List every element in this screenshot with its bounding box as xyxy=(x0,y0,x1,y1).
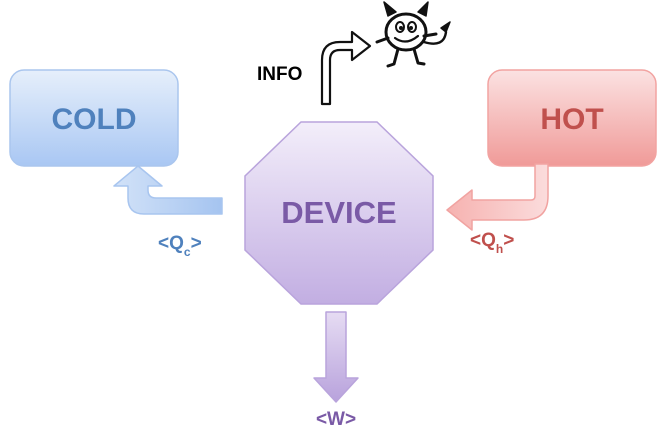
heat-cold-close: > xyxy=(191,233,202,254)
hot-box xyxy=(487,69,657,167)
info-label: INFO xyxy=(257,64,302,85)
hot-reservoir: HOT xyxy=(487,69,657,167)
hot-label: HOT xyxy=(540,103,603,136)
heat-hot-close: > xyxy=(503,230,514,251)
heat-hot-label: <Qh> xyxy=(470,230,514,256)
work-arrow-shape xyxy=(313,311,359,403)
device-label: DEVICE xyxy=(281,195,396,230)
heat-cold-sub: c xyxy=(184,245,191,259)
cold-label: COLD xyxy=(52,103,137,136)
heat-cold-base: <Q xyxy=(158,233,184,254)
heat-hot-base: <Q xyxy=(470,230,496,251)
heat-to-cold-arrow xyxy=(113,165,223,215)
heat-to-cold-arrow-shape xyxy=(113,165,223,215)
heat-hot-sub: h xyxy=(496,242,503,256)
work-arrow xyxy=(313,311,359,403)
demon-icon xyxy=(375,1,451,68)
heat-from-hot-arrow-shape xyxy=(446,163,549,231)
heat-cold-label: <Qc> xyxy=(158,233,202,259)
info-arrow xyxy=(320,30,372,106)
device-octagon xyxy=(244,121,434,305)
work-label: <W> xyxy=(316,409,356,430)
device: DEVICE xyxy=(244,121,434,305)
cold-box xyxy=(9,69,179,167)
cold-reservoir: COLD xyxy=(9,69,179,167)
info-arrow-shape xyxy=(320,30,372,106)
heat-from-hot-arrow xyxy=(446,163,549,231)
